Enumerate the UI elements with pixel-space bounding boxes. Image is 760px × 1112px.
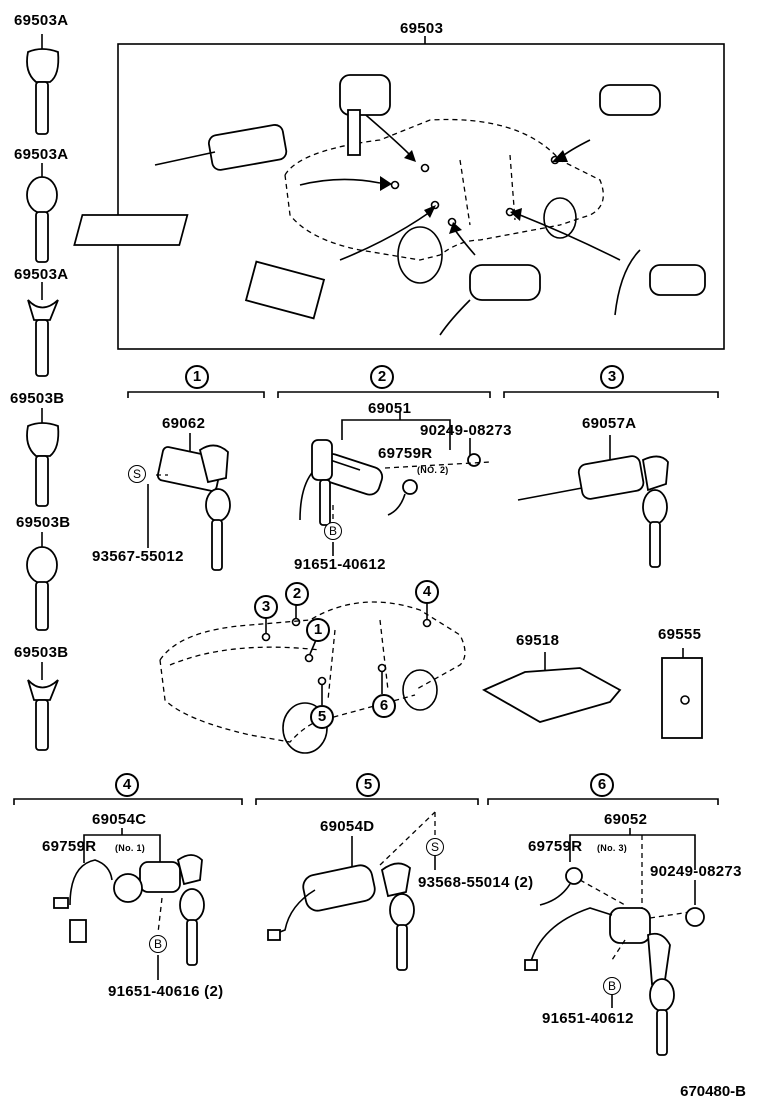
overview-part-label: 69503 <box>400 20 444 37</box>
main-part-label: 69051 <box>368 400 412 417</box>
group-number-badge: 1 <box>185 365 209 389</box>
group-5-bracket <box>255 798 479 805</box>
accessory-part-label: 69518 <box>516 632 560 649</box>
symbol-s-badge: S <box>128 465 146 483</box>
group-4-bracket <box>13 798 243 805</box>
group-number-badge: 5 <box>356 773 380 797</box>
car-marker-1: 1 <box>306 618 330 642</box>
sub-part-label: 93568-55014 (2) <box>418 874 534 891</box>
key-part-label: 69503B <box>10 390 65 407</box>
group-3-bracket <box>503 391 719 398</box>
drawing-code: 670480-B <box>680 1083 746 1100</box>
group-2-bracket <box>277 391 491 398</box>
symbol-s-badge: S <box>426 838 444 856</box>
car-marker-3: 3 <box>254 595 278 619</box>
main-part-label: 69057A <box>582 415 637 432</box>
sub-part-label: 69759R <box>528 838 583 855</box>
sub-part-note: (No. 3) <box>597 843 628 853</box>
group-number-badge: 6 <box>590 773 614 797</box>
key-part-label: 69503B <box>16 514 71 531</box>
car-marker-2: 2 <box>285 582 309 606</box>
symbol-b-badge: B <box>149 935 167 953</box>
accessory-part-label: 69555 <box>658 626 702 643</box>
group-number-badge: 2 <box>370 365 394 389</box>
group-1-bracket <box>127 391 265 398</box>
symbol-b-badge: B <box>603 977 621 995</box>
group-number-badge: 3 <box>600 365 624 389</box>
main-part-label: 69062 <box>162 415 206 432</box>
sub-part-label: 91651-40612 <box>542 1010 634 1027</box>
sub-part-label: 91651-40616 (2) <box>108 983 224 1000</box>
main-part-label: 69054D <box>320 818 375 835</box>
group-6-bracket <box>487 798 719 805</box>
pamphlet-69518 <box>482 667 622 723</box>
car-marker-6: 6 <box>372 694 396 718</box>
car-marker-5: 5 <box>310 705 334 729</box>
overview-parts <box>73 74 706 336</box>
overview-frame <box>117 43 725 350</box>
key-part-label: 69503A <box>14 146 69 163</box>
sub-part-note: (No. 1) <box>115 843 146 853</box>
sub-part-note: (NO. 2) <box>417 465 449 475</box>
group-number-badge: 4 <box>115 773 139 797</box>
key-part-label: 69503A <box>14 266 69 283</box>
key-part-label: 69503A <box>14 12 69 29</box>
sub-part-label: 69759R <box>378 445 433 462</box>
sub-part-label: 93567-55012 <box>92 548 184 565</box>
sub-part-label: 90249-08273 <box>420 422 512 439</box>
overview-car-illustration <box>284 109 621 284</box>
main-part-label: 69052 <box>604 811 648 828</box>
sub-part-label: 69759R <box>42 838 97 855</box>
symbol-b-badge: B <box>324 522 342 540</box>
key-column-illustrations <box>26 34 60 751</box>
car-marker-4: 4 <box>415 580 439 604</box>
sub-part-label: 90249-08273 <box>650 863 742 880</box>
key-part-label: 69503B <box>14 644 69 661</box>
sub-part-label: 91651-40612 <box>294 556 386 573</box>
main-part-label: 69054C <box>92 811 147 828</box>
